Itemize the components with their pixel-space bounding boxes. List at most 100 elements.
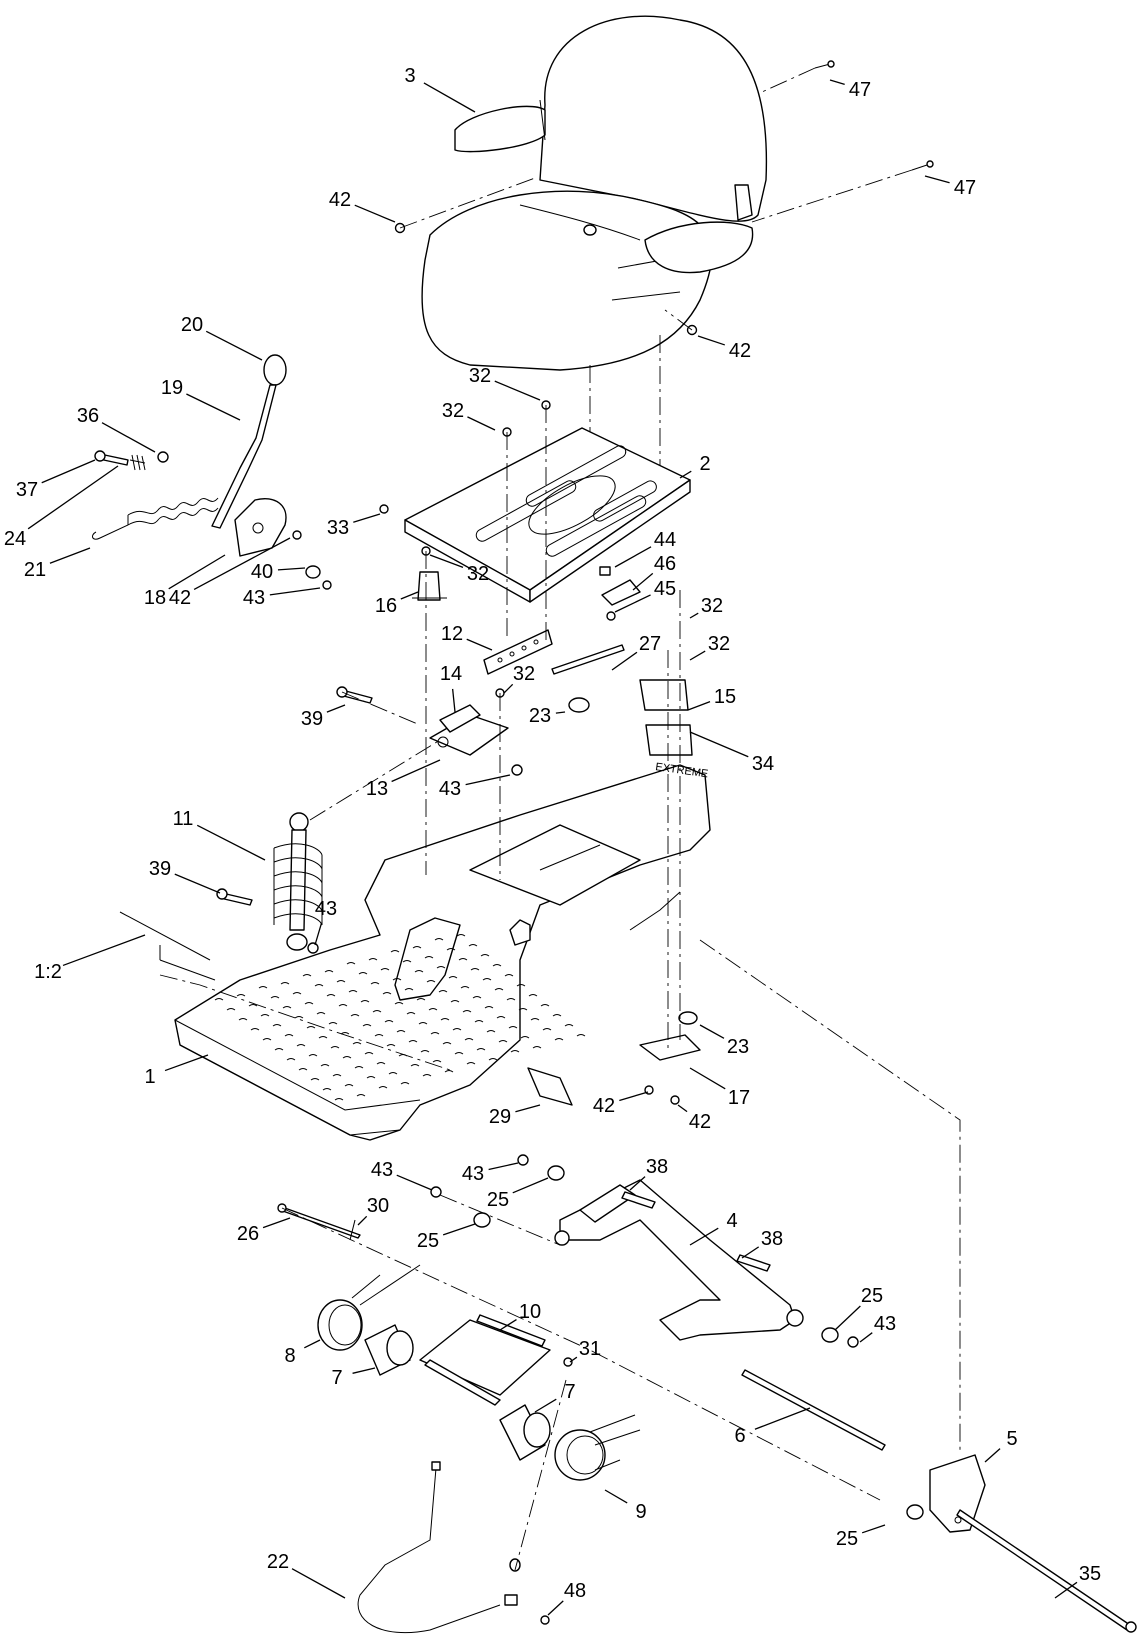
callout-leader-line [429, 554, 464, 568]
callout-leader-line [442, 1223, 476, 1236]
callout-label: 42 [329, 189, 351, 211]
tread-mark [434, 938, 444, 941]
callout-label: 32 [708, 633, 730, 655]
callout-label: 46 [654, 553, 676, 575]
callout-leader-line [499, 1319, 517, 1331]
callout-label: 43 [439, 778, 461, 800]
callout-label: 3 [404, 65, 415, 87]
extension-spring [92, 497, 219, 540]
tread-mark [294, 1016, 304, 1019]
callout-label: 42 [169, 587, 191, 609]
tread-mark [458, 958, 468, 961]
tread-mark [498, 1040, 508, 1043]
tread-mark [396, 1030, 406, 1033]
tread-mark [564, 1024, 574, 1027]
callout-leader-line [101, 422, 156, 453]
tread-mark [350, 1014, 360, 1017]
rod-35 [956, 1509, 1137, 1633]
callout-leader-line [859, 1332, 873, 1343]
callout-label: 32 [513, 663, 535, 685]
callout-leader-line [467, 416, 496, 431]
tread-mark [338, 1004, 348, 1007]
callout-leader-line [604, 1489, 628, 1504]
tread-mark [356, 1094, 366, 1097]
tread-mark [370, 982, 380, 985]
tread-mark [404, 988, 414, 991]
tread-mark [390, 950, 400, 953]
callout-leader-line [277, 567, 306, 571]
torsion-spring-8 [317, 1264, 421, 1351]
tread-mark [364, 1052, 374, 1055]
tread-mark [292, 992, 302, 995]
callout-leader-line [754, 1407, 811, 1430]
callout-leader-line [400, 591, 419, 600]
tread-mark [418, 1022, 428, 1025]
callout-label: 25 [487, 1189, 509, 1211]
callout-leader-line [614, 594, 651, 613]
tread-mark [468, 944, 478, 947]
callout-label: 12 [441, 623, 463, 645]
tread-mark [552, 1014, 562, 1017]
bolts-38 [621, 1191, 771, 1272]
callout-label: 38 [761, 1228, 783, 1250]
pivot-bracket [234, 498, 287, 557]
callout-label: 30 [367, 1195, 389, 1217]
callout-label: 34 [752, 753, 774, 775]
callout-label: 25 [861, 1285, 883, 1307]
tread-mark [280, 982, 290, 985]
callout-label: 8 [284, 1345, 295, 1367]
tread-mark [420, 1050, 430, 1053]
callout-label: 23 [529, 705, 551, 727]
callout-label: 31 [579, 1338, 601, 1360]
tread-mark [378, 1086, 388, 1089]
callout-label: 25 [836, 1528, 858, 1550]
tread-mark [424, 956, 434, 959]
tread-mark [554, 1038, 564, 1041]
callout-label: 2 [699, 453, 710, 475]
tread-mark [464, 1038, 474, 1041]
tread-mark [296, 1044, 306, 1047]
platform-tread-pattern [214, 934, 586, 1101]
tread-mark [386, 1044, 396, 1047]
tread-mark [348, 990, 358, 993]
callout-label: 6 [734, 1425, 745, 1447]
callout-leader-line [515, 1104, 541, 1113]
tread-mark [310, 1078, 320, 1081]
tread-mark [508, 1026, 518, 1029]
bracket-17 [639, 1011, 701, 1105]
callout-leader-line [357, 1215, 368, 1226]
callout-label: 19 [161, 377, 183, 399]
spacer-7-left [364, 1324, 414, 1376]
callout-leader-line [423, 82, 476, 113]
callout-leader-line [632, 572, 654, 591]
tread-mark [428, 1008, 438, 1011]
panel-29 [527, 1067, 573, 1106]
tread-mark [528, 994, 538, 997]
tread-mark [368, 958, 378, 961]
bracket-16 [412, 571, 447, 601]
callout-label: 25 [417, 1230, 439, 1252]
callout-label: 4 [726, 1210, 737, 1232]
tread-mark [318, 1036, 328, 1039]
callout-label: 42 [729, 340, 751, 362]
callout-leader-line [689, 1227, 719, 1246]
bracket-12 [483, 629, 553, 675]
callout-label: 29 [489, 1106, 511, 1128]
callout-label: 23 [727, 1036, 749, 1058]
callout-label: 17 [728, 1087, 750, 1109]
tread-mark [284, 1034, 294, 1037]
callout-leader-line [555, 711, 566, 714]
tread-mark [306, 1026, 316, 1029]
callout-label: 44 [654, 529, 676, 551]
tread-mark [530, 1018, 540, 1021]
armrest-right [644, 184, 754, 274]
tread-mark [352, 1042, 362, 1045]
callout-label: 39 [149, 858, 171, 880]
tread-mark [406, 1012, 416, 1015]
callout-leader-line [205, 330, 263, 361]
callout-label: 43 [462, 1163, 484, 1185]
callout-leader-line [196, 824, 266, 861]
seat [421, 15, 768, 371]
tread-mark [452, 1028, 462, 1031]
